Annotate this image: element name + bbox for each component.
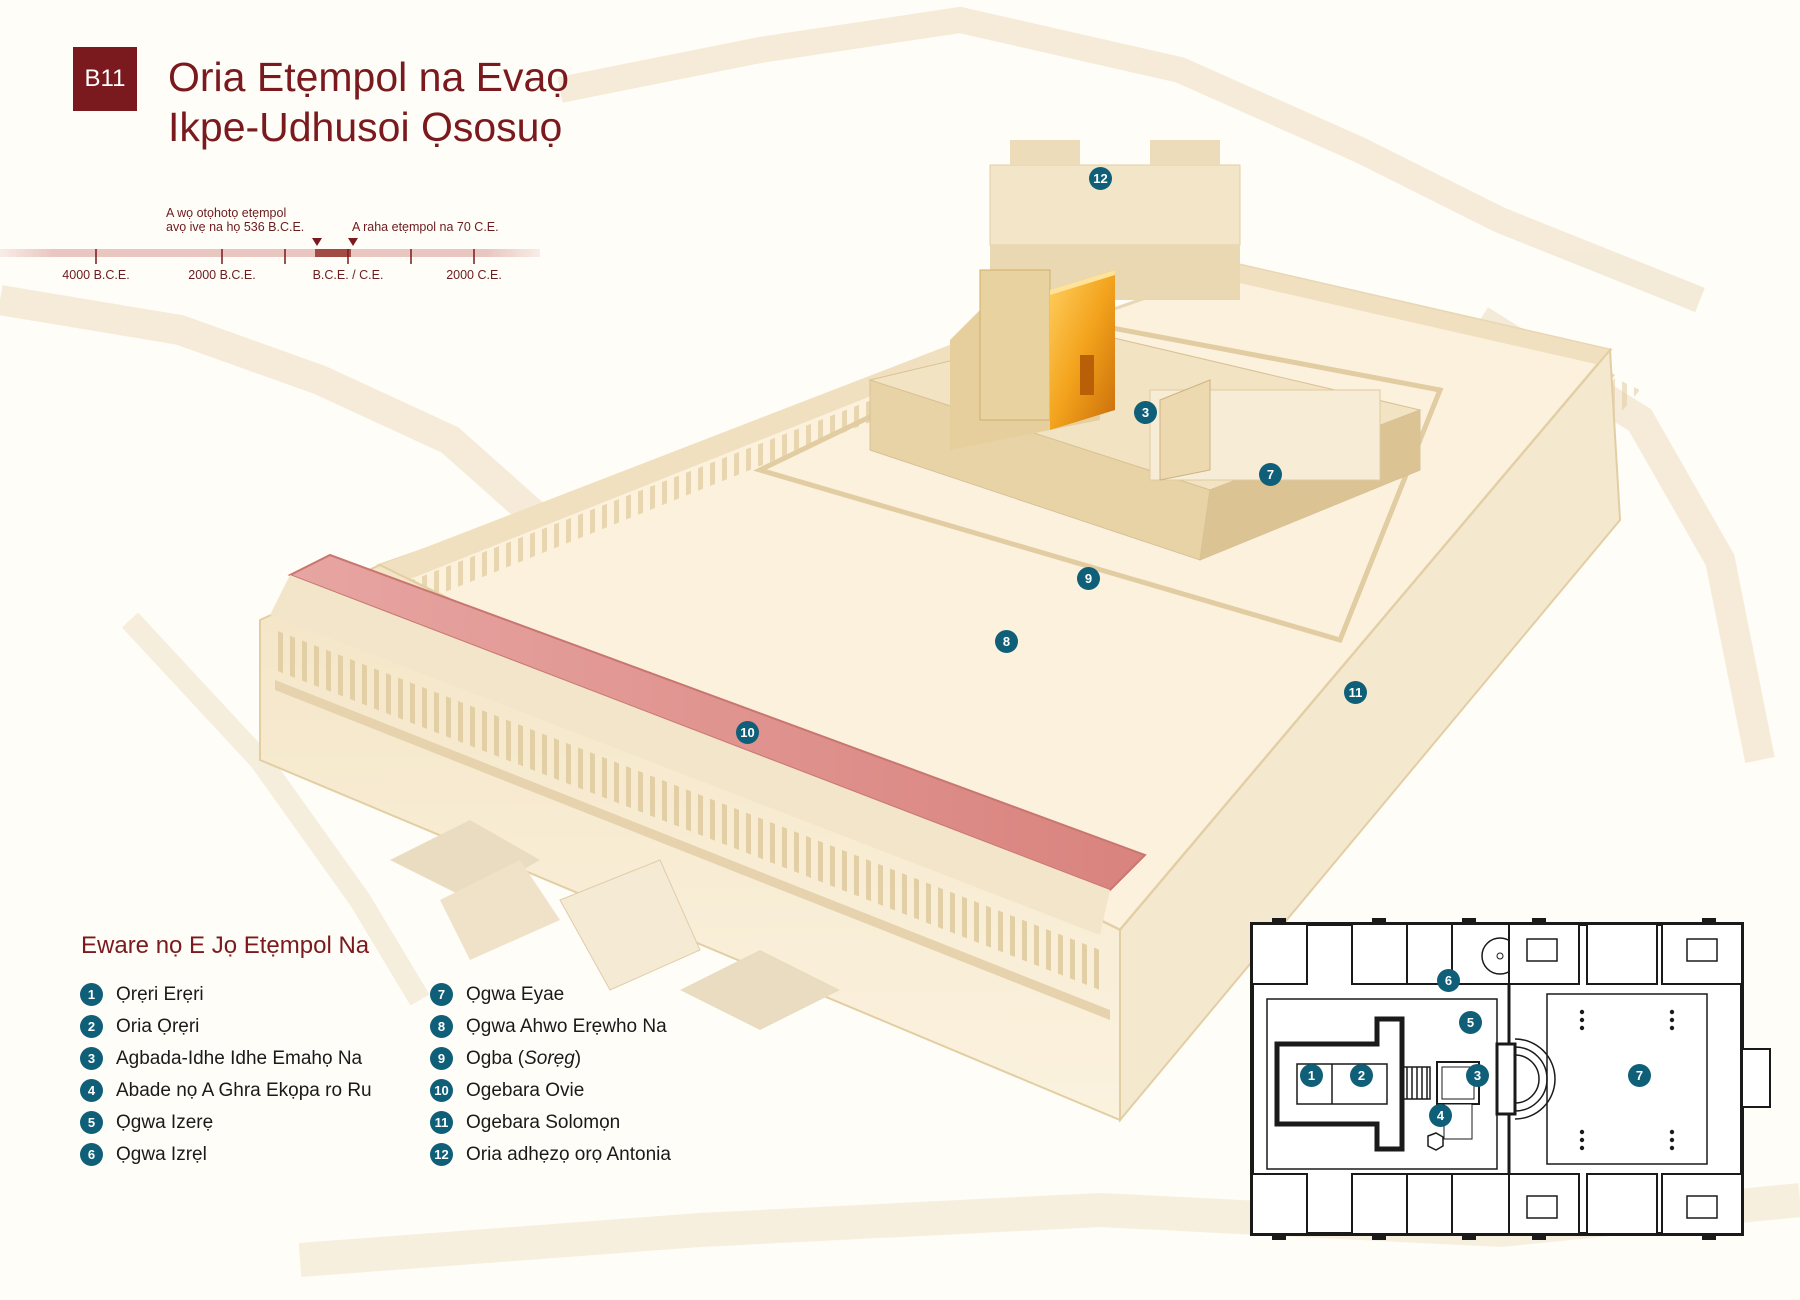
legend-item: 2 Oria Ọrẹri xyxy=(80,1015,199,1038)
timeline xyxy=(0,238,540,264)
legend-item: 8 Ọgwa Ahwo Erẹwho Na xyxy=(430,1015,667,1038)
title-line-1: Oria Etẹmpol na Evaọ xyxy=(168,54,570,100)
legend-number: 4 xyxy=(80,1079,103,1102)
marker-9: 9 xyxy=(1077,567,1100,590)
marker-10: 10 xyxy=(736,721,759,744)
temple-sanctuary-facade xyxy=(1050,270,1115,430)
legend-number: 10 xyxy=(430,1079,453,1102)
built-marker xyxy=(312,238,322,246)
timeline-note-built: A wọ otọhotọ etẹmpol avọ ivẹ na họ 536 B… xyxy=(166,206,304,234)
temple-floor-plan xyxy=(1250,918,1771,1240)
legend-label: Ọgwa Izrẹl xyxy=(116,1143,207,1165)
legend-number: 12 xyxy=(430,1143,453,1166)
timeline-tick-label: 2000 C.E. xyxy=(446,268,502,282)
legend-number: 11 xyxy=(430,1111,453,1134)
legend-number: 6 xyxy=(80,1143,103,1166)
legend-label: Oria Ọrẹri xyxy=(116,1015,200,1037)
legend-item: 4 Abade nọ A Ghra Ekọpa ro Ru xyxy=(80,1079,372,1102)
temple-building xyxy=(868,269,1422,561)
marker-3: 3 xyxy=(1134,401,1157,424)
page-title: Oria Etẹmpol na Evaọ Ikpe-Udhusoi Ọsosuọ xyxy=(168,52,569,152)
legend-label: Ọgwa Izerẹ xyxy=(116,1111,214,1133)
legend-title: Eware nọ E Jọ Etẹmpol Na xyxy=(81,932,370,959)
legend-item: 9 Ogba (Sorẹg) xyxy=(430,1047,581,1070)
legend-item: 10 Ogebara Ovie xyxy=(430,1079,584,1102)
plan-label-5: 5 xyxy=(1459,1011,1482,1034)
destroyed-marker xyxy=(348,238,358,246)
figure-badge: B11 xyxy=(73,47,137,111)
marker-7: 7 xyxy=(1259,463,1282,486)
legend-label-end: ) xyxy=(574,1047,582,1069)
legend-item: 3 Agbada-Idhe Idhe Emahọ Na xyxy=(80,1047,362,1070)
legend-label: Ogba ( xyxy=(466,1047,525,1069)
timeline-note-built-line-2: avọ ivẹ na họ 536 B.C.E. xyxy=(166,220,305,234)
legend-item: 6 Ọgwa Izrẹl xyxy=(80,1143,207,1166)
title-line-2: Ikpe-Udhusoi Ọsosuọ xyxy=(168,104,563,150)
marker-8: 8 xyxy=(995,630,1018,653)
plan-label-7: 7 xyxy=(1628,1064,1651,1087)
timeline-bar xyxy=(0,249,540,257)
marker-11: 11 xyxy=(1344,681,1367,704)
timeline-era-highlight xyxy=(315,249,351,257)
legend-label: Ogebara Solomọn xyxy=(466,1111,621,1133)
legend-label-italic: Sorẹg xyxy=(524,1047,575,1069)
legend-item: 7 Ọgwa Eyae xyxy=(430,983,564,1006)
legend-item: 12 Oria adhẹzọ orọ Antonia xyxy=(430,1143,671,1166)
legend-item: 1 Ọrẹri Erẹri xyxy=(80,983,204,1006)
legend-label: Ọgwa Ahwo Erẹwho Na xyxy=(466,1015,667,1037)
legend-number: 8 xyxy=(430,1015,453,1038)
plan-label-1: 1 xyxy=(1300,1064,1323,1087)
timeline-tick-label: 4000 B.C.E. xyxy=(62,268,130,282)
legend-number: 1 xyxy=(80,983,103,1006)
plan-label-2: 2 xyxy=(1350,1064,1373,1087)
marker-12: 12 xyxy=(1089,167,1112,190)
legend-label: Ọgwa Eyae xyxy=(466,983,565,1005)
legend-number: 3 xyxy=(80,1047,103,1070)
plan-label-3: 3 xyxy=(1466,1064,1489,1087)
plan-label-4: 4 xyxy=(1429,1104,1452,1127)
legend-item: 5 Ọgwa Izerẹ xyxy=(80,1111,213,1134)
legend-number: 2 xyxy=(80,1015,103,1038)
timeline-tick-label: B.C.E. / C.E. xyxy=(312,268,384,282)
legend-item: 11 Ogebara Solomọn xyxy=(430,1111,620,1134)
plan-label-6: 6 xyxy=(1437,969,1460,992)
timeline-note-destroyed: A raha etẹmpol na 70 C.E. xyxy=(352,220,499,234)
legend-number: 5 xyxy=(80,1111,103,1134)
legend-number: 7 xyxy=(430,983,453,1006)
legend-label: Oria adhẹzọ orọ Antonia xyxy=(466,1143,671,1165)
legend-label: Ọrẹri Erẹri xyxy=(116,983,204,1005)
legend-label: Ogebara Ovie xyxy=(466,1079,585,1101)
legend-number: 9 xyxy=(430,1047,453,1070)
timeline-note-built-line-1: A wọ otọhotọ etẹmpol xyxy=(166,206,287,220)
timeline-tick-label: 2000 B.C.E. xyxy=(188,268,256,282)
legend-label: Agbada-Idhe Idhe Emahọ Na xyxy=(116,1047,363,1069)
legend-label: Abade nọ A Ghra Ekọpa ro Ru xyxy=(116,1079,372,1101)
